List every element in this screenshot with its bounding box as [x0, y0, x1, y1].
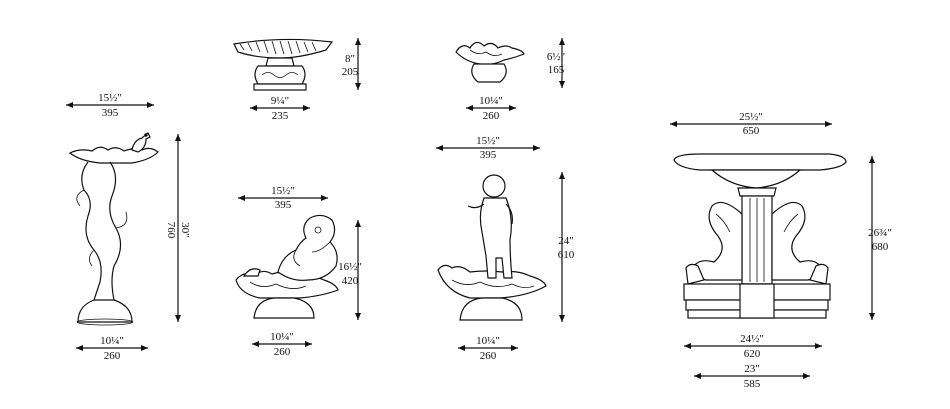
base-label-mm-3: 260 — [483, 110, 500, 122]
birdbath-with-bird-figure-icon — [68, 132, 159, 326]
width-label-in-4: 15½" — [271, 185, 295, 197]
width-label-mm-6: 650 — [743, 125, 760, 137]
base-label-mm-2: 235 — [272, 110, 289, 122]
base-label-mm-1: 260 — [104, 350, 121, 362]
standing-cherub-on-shell-icon — [437, 174, 547, 321]
base-label-in-6: 24½" — [740, 333, 764, 345]
base-label-in-5: 10¼" — [476, 335, 500, 347]
width-label-mm-5: 395 — [480, 149, 497, 161]
height-label-mm-2: 205 — [342, 66, 359, 78]
height-label-in-6: 26¾" — [868, 227, 892, 239]
width-label-in-5: 15½" — [476, 135, 500, 147]
height-label-mm-6: 680 — [872, 241, 889, 253]
reclining-cherub-on-shell-icon — [235, 214, 339, 319]
height-label-in-1: 30" — [179, 222, 191, 238]
base-label-mm-5: 260 — [480, 350, 497, 362]
height-label-in-5: 24" — [558, 235, 574, 247]
height-label-in-2: 8" — [345, 53, 355, 65]
shell-dish-icon — [455, 41, 525, 83]
width-label-in-1: 15½" — [98, 92, 122, 104]
height-label-mm-5: 610 — [558, 249, 575, 261]
base-label-in-1: 10¼" — [100, 335, 124, 347]
base-label-mm-6: 620 — [744, 348, 761, 360]
dolphin-pedestal-birdbath-icon — [673, 153, 847, 319]
base-label-in-3: 10¼" — [479, 95, 503, 107]
width-label-mm-4: 395 — [275, 199, 292, 211]
height-label-mm-3: 165 — [548, 64, 565, 76]
base2-label-in-6: 23" — [744, 363, 760, 375]
base2-label-mm-6: 585 — [744, 378, 761, 390]
fluted-urn-planter-icon — [233, 38, 334, 91]
height-label-in-3: 6½" — [547, 51, 565, 63]
width-label-in-6: 25½" — [739, 111, 763, 123]
base-label-mm-4: 260 — [274, 346, 291, 358]
width-label-mm-1: 395 — [102, 107, 119, 119]
height-label-in-4: 16½" — [338, 261, 362, 273]
height-label-mm-1: 760 — [165, 222, 177, 239]
height-label-mm-4: 420 — [342, 275, 359, 287]
base-label-in-4: 10¼" — [270, 331, 294, 343]
base-label-in-2: 9¼" — [271, 95, 289, 107]
